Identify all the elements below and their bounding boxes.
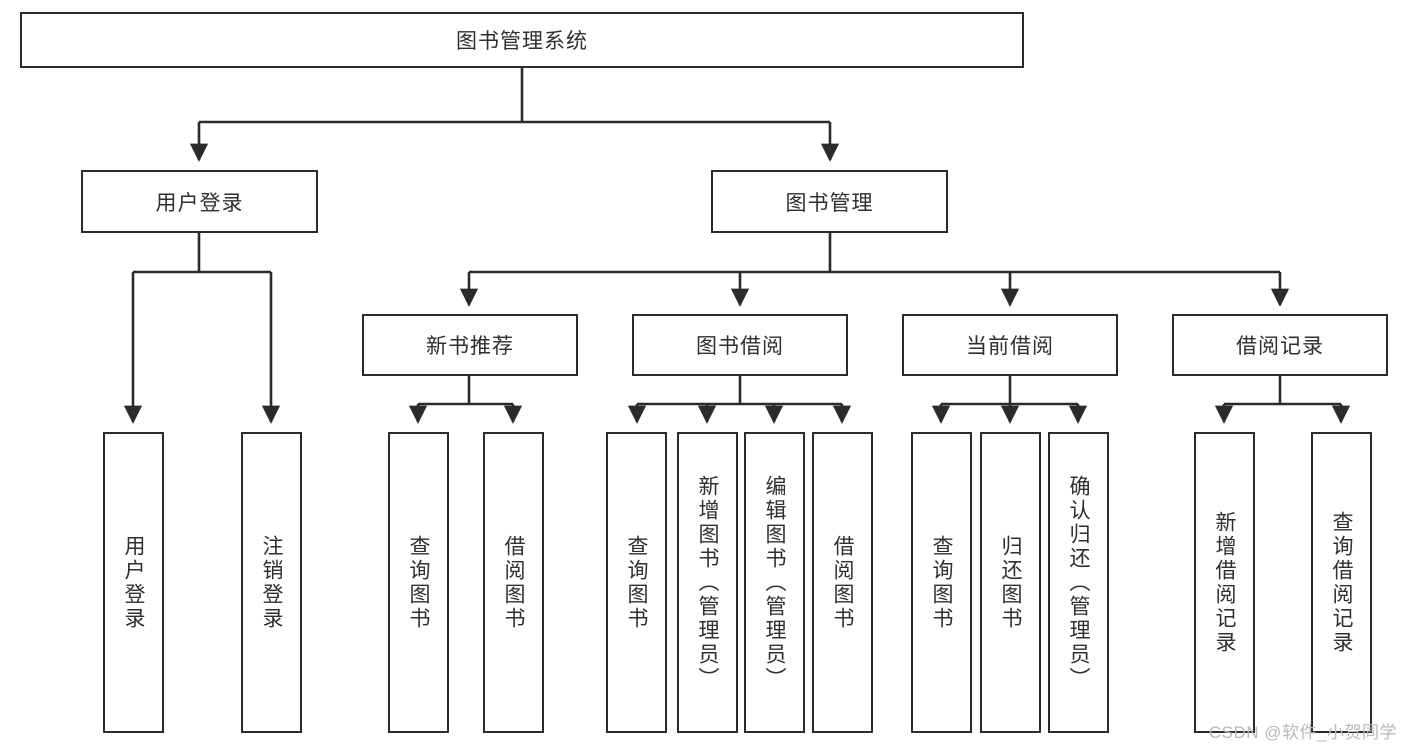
node-book-borrow-label: 图书借阅 <box>696 335 784 358</box>
node-leaf-query-borrow-record[interactable]: 查询借阅记录 <box>1311 432 1372 733</box>
node-user-login-label: 用户登录 <box>155 191 244 215</box>
node-borrow-record[interactable]: 借阅记录 <box>1172 314 1388 376</box>
watermark: CSDN @软件_小贺同学 <box>1208 723 1397 742</box>
node-current-borrow[interactable]: 当前借阅 <box>902 314 1118 376</box>
node-leaf-return-book[interactable]: 归还图书 <box>980 432 1041 733</box>
node-leaf-user-login-label: 用户登录 <box>122 534 146 631</box>
node-leaf-edit-book-admin[interactable]: 编辑图书（管理员） <box>744 432 805 733</box>
node-current-borrow-label: 当前借阅 <box>966 335 1054 358</box>
node-new-book-recommend-label: 新书推荐 <box>426 335 514 358</box>
node-root[interactable]: 图书管理系统 <box>20 12 1024 68</box>
node-leaf-user-logout[interactable]: 注销登录 <box>241 432 302 733</box>
node-leaf-user-logout-label: 注销登录 <box>260 534 284 631</box>
node-book-borrow[interactable]: 图书借阅 <box>632 314 848 376</box>
node-leaf-query-book-2-label: 查询图书 <box>625 534 649 631</box>
node-leaf-query-book-1-label: 查询图书 <box>407 534 431 631</box>
node-leaf-add-book-admin[interactable]: 新增图书（管理员） <box>677 432 738 733</box>
node-leaf-add-borrow-record[interactable]: 新增借阅记录 <box>1194 432 1255 733</box>
node-user-login[interactable]: 用户登录 <box>81 170 318 233</box>
node-leaf-add-book-admin-label: 新增图书（管理员） <box>696 474 720 691</box>
node-new-book-recommend[interactable]: 新书推荐 <box>362 314 578 376</box>
node-leaf-edit-book-admin-label: 编辑图书（管理员） <box>763 474 787 691</box>
node-leaf-confirm-return-admin-label: 确认归还（管理员） <box>1067 474 1091 691</box>
node-leaf-borrow-book-1-label: 借阅图书 <box>502 534 526 631</box>
node-leaf-borrow-book-1[interactable]: 借阅图书 <box>483 432 544 733</box>
node-leaf-borrow-book-2-label: 借阅图书 <box>831 534 855 631</box>
node-leaf-query-borrow-record-label: 查询借阅记录 <box>1330 510 1354 655</box>
node-root-label: 图书管理系统 <box>456 30 588 53</box>
node-book-management-label: 图书管理 <box>785 191 874 215</box>
node-leaf-query-book-2[interactable]: 查询图书 <box>606 432 667 733</box>
node-leaf-query-book-3-label: 查询图书 <box>930 534 954 631</box>
node-leaf-query-book-3[interactable]: 查询图书 <box>911 432 972 733</box>
node-leaf-confirm-return-admin[interactable]: 确认归还（管理员） <box>1048 432 1109 733</box>
node-leaf-add-borrow-record-label: 新增借阅记录 <box>1213 510 1237 655</box>
node-leaf-user-login[interactable]: 用户登录 <box>103 432 164 733</box>
node-leaf-query-book-1[interactable]: 查询图书 <box>388 432 449 733</box>
node-leaf-borrow-book-2[interactable]: 借阅图书 <box>812 432 873 733</box>
node-book-management[interactable]: 图书管理 <box>711 170 948 233</box>
node-leaf-return-book-label: 归还图书 <box>999 534 1023 631</box>
node-borrow-record-label: 借阅记录 <box>1236 335 1324 358</box>
